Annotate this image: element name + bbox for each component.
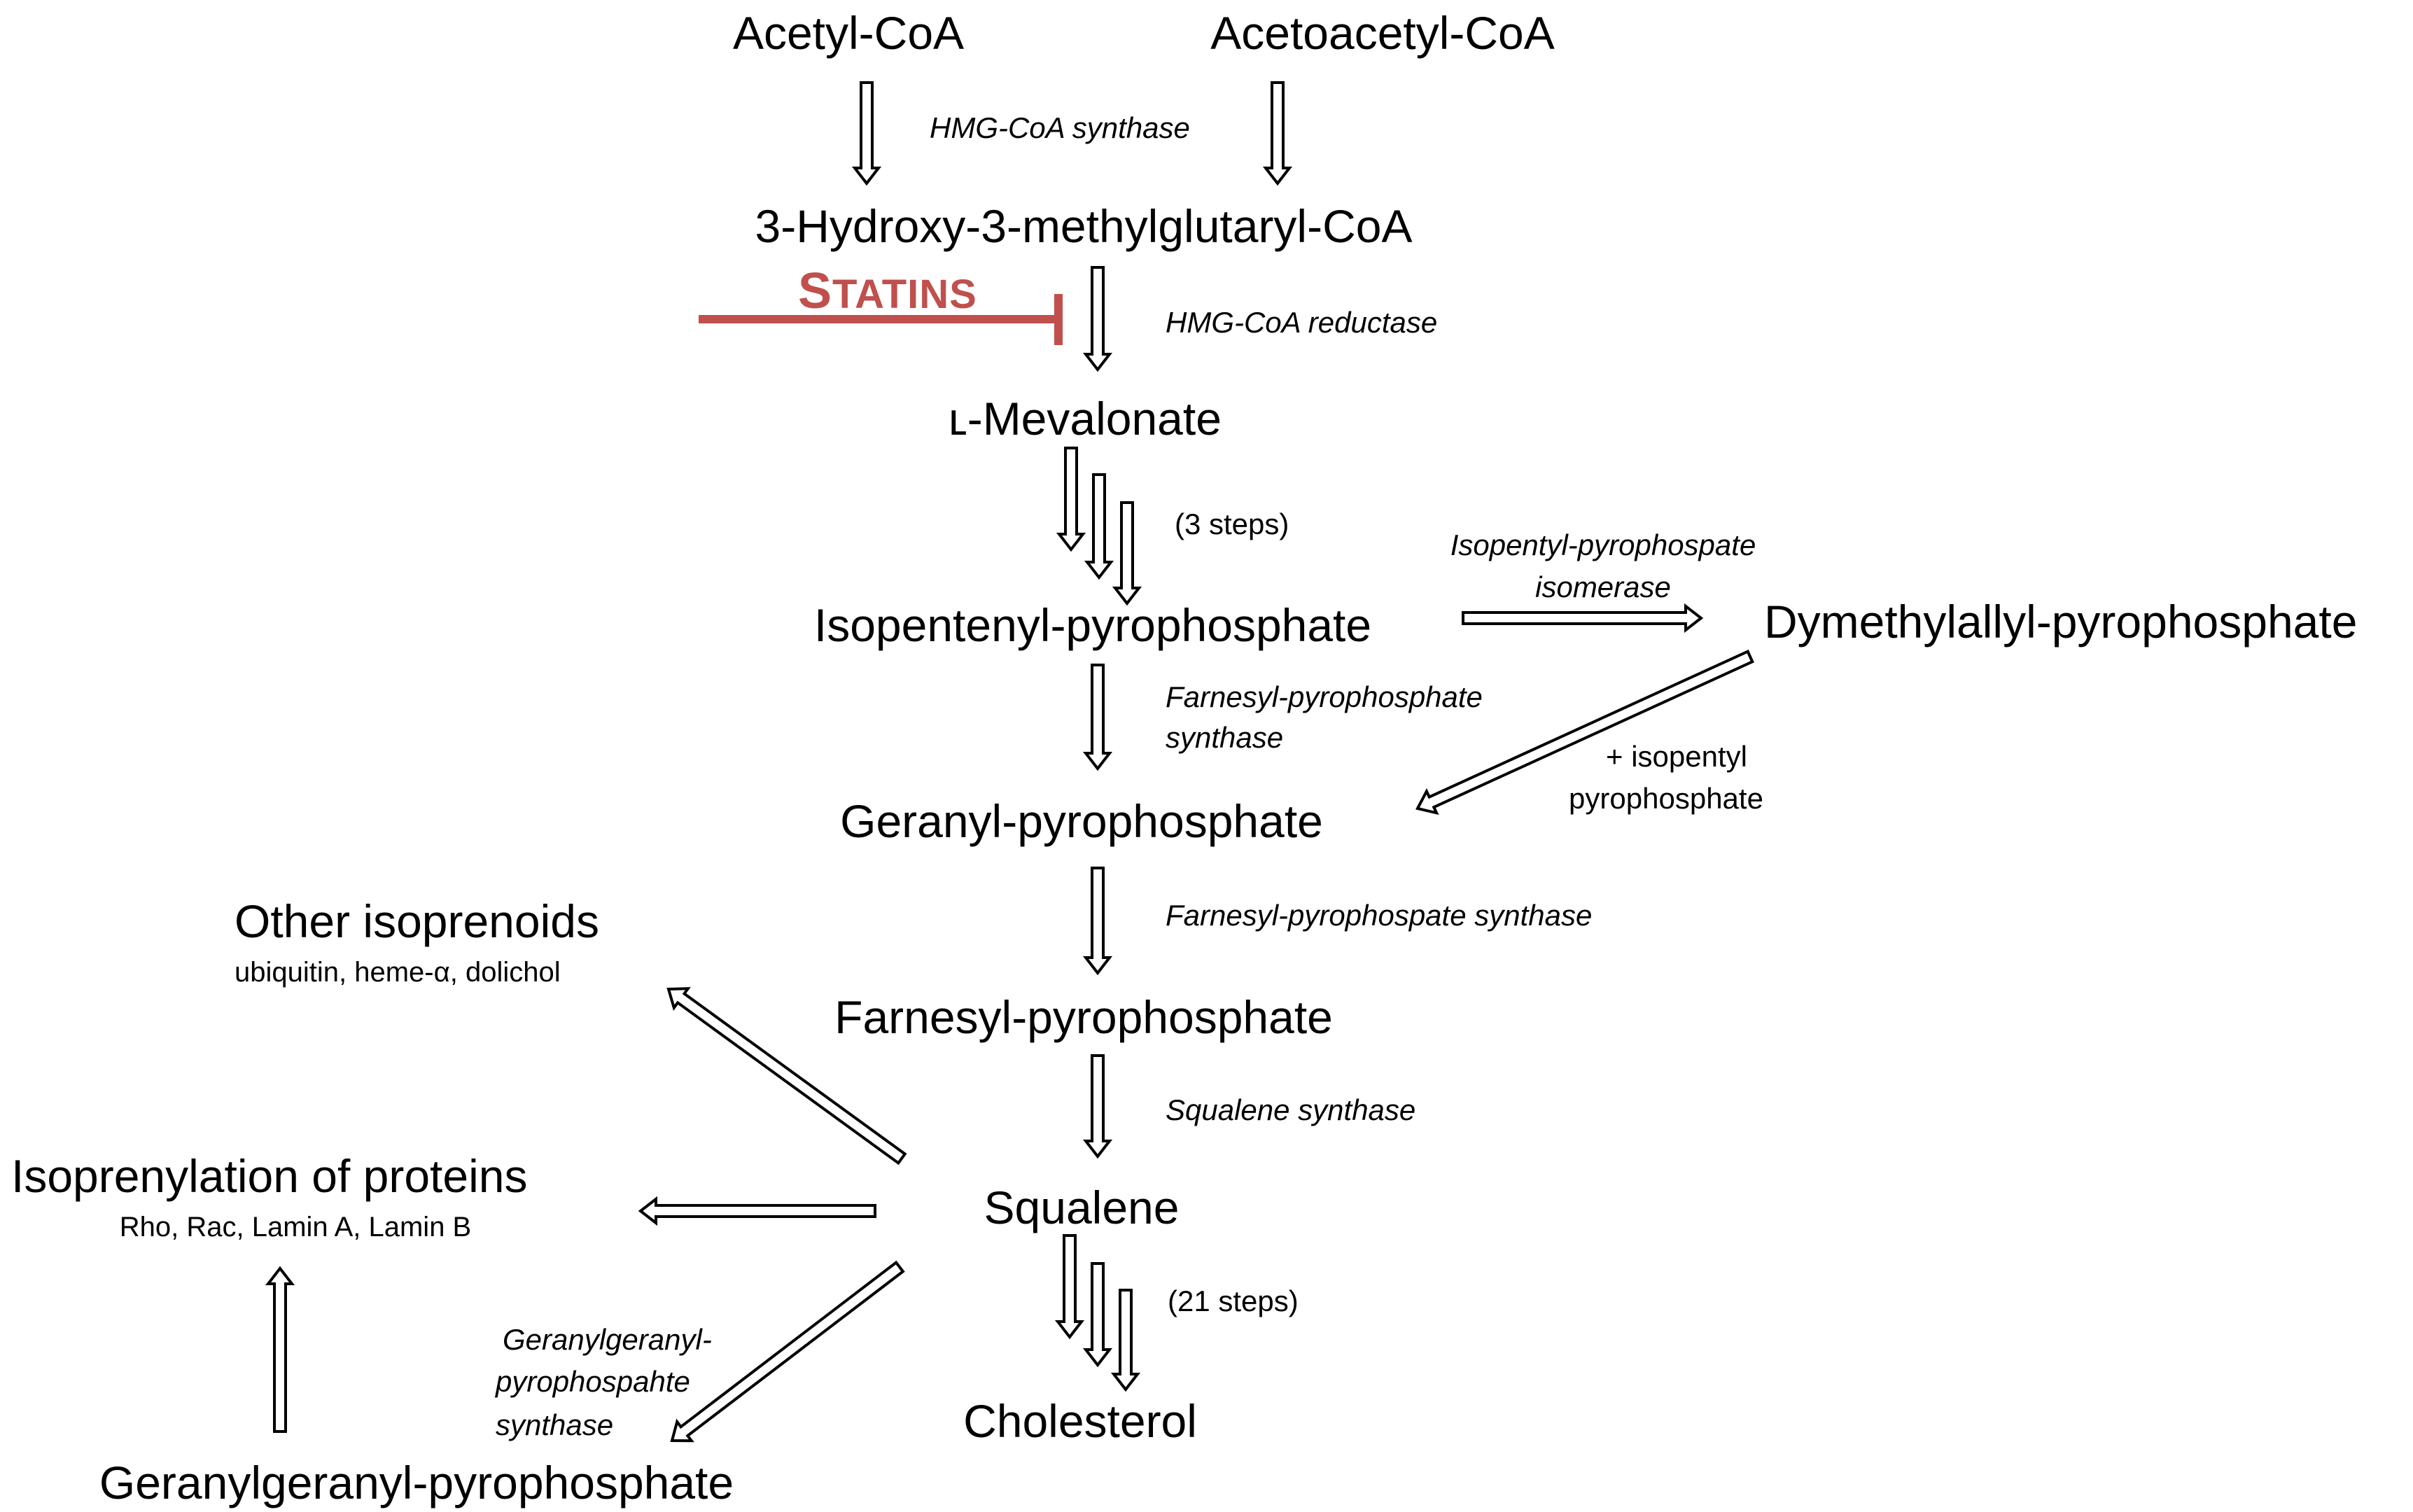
statins-rest: TATINS xyxy=(832,272,977,317)
enzyme-fpp-synthase-line2: synthase xyxy=(1166,721,1284,754)
statins-label: STATINS xyxy=(798,266,977,316)
node-isopentenyl-pyrophosphate: Isopentenyl-pyrophosphate xyxy=(813,599,1372,651)
arrow-mevalonate-to-ipp-2 xyxy=(1084,473,1114,580)
enzyme-ipp-isomerase-line1: Isopentyl-pyrophospate xyxy=(1450,528,1756,561)
note-plus-ipp-line2: pyrophosphate xyxy=(1569,782,1763,815)
arrow-gpp-to-fpp xyxy=(1082,867,1113,976)
enzyme-ggpp-synthase-line3: synthase xyxy=(496,1408,614,1441)
node-geranyl-pyrophosphate: Geranyl-pyrophosphate xyxy=(840,795,1323,847)
note-three-steps: (3 steps) xyxy=(1175,507,1289,540)
node-other-isoprenoids: Other isoprenoids xyxy=(235,895,599,947)
arrow-mevalonate-to-ipp-1 xyxy=(1056,447,1086,552)
arrow-squalene-to-cholesterol-1 xyxy=(1054,1234,1085,1340)
enzyme-squalene-synthase: Squalene synthase xyxy=(1166,1093,1416,1126)
isoprenylation-examples: Rho, Rac, Lamin A, Lamin B xyxy=(119,1212,472,1242)
arrow-hmg-to-mevalonate xyxy=(1082,266,1113,372)
node-mevalonate: ʟ-Mevalonate xyxy=(949,393,1222,444)
enzyme-hmg-coa-synthase: HMG-CoA synthase xyxy=(930,111,1190,144)
enzyme-fpp-synthase-2: Farnesyl-pyrophospate synthase xyxy=(1166,899,1593,932)
arrow-dmapp-to-gpp xyxy=(1415,650,1754,816)
arrow-mevalonate-to-ipp-3 xyxy=(1112,501,1142,606)
node-dimethylallyl-pyrophosphate: Dymethylallyl-pyrophosphate xyxy=(1764,596,2358,648)
node-isoprenylation-of-proteins: Isoprenylation of proteins xyxy=(11,1150,528,1202)
arrow-ipp-to-gpp xyxy=(1082,664,1113,771)
arrow-squalene-to-other-isoprenoids xyxy=(666,987,907,1166)
node-geranylgeranyl-pyrophosphate: Geranylgeranyl-pyrophosphate xyxy=(99,1457,734,1508)
node-farnesyl-pyrophosphate: Farnesyl-pyrophosphate xyxy=(834,991,1333,1043)
node-acetoacetyl-coa: Acetoacetyl-CoA xyxy=(1210,7,1555,59)
enzyme-ipp-isomerase-line2: isomerase xyxy=(1535,570,1671,603)
node-hmg-coa: 3-Hydroxy-3-methylglutaryl-CoA xyxy=(755,200,1413,252)
arrow-squalene-to-isoprenylation xyxy=(638,1196,876,1226)
arrow-ggpp-to-isoprenylation xyxy=(265,1266,295,1433)
node-squalene: Squalene xyxy=(984,1182,1180,1233)
enzyme-hmg-coa-reductase: HMG-CoA reductase xyxy=(1166,306,1438,339)
enzyme-fpp-synthase-line1: Farnesyl-pyrophosphate xyxy=(1166,680,1483,713)
note-twentyone-steps: (21 steps) xyxy=(1168,1284,1299,1317)
arrow-squalene-to-ggpp xyxy=(670,1260,905,1443)
note-plus-ipp-line1: + isopentyl xyxy=(1606,740,1747,773)
enzyme-ggpp-synthase-line1: Geranylgeranyl- xyxy=(503,1323,712,1356)
arrow-squalene-to-cholesterol-3 xyxy=(1110,1289,1141,1392)
arrow-acetyl-to-hmg xyxy=(851,81,882,186)
node-acetyl-coa: Acetyl-CoA xyxy=(732,7,965,59)
arrow-fpp-to-squalene xyxy=(1082,1054,1113,1159)
statins-first-letter: S xyxy=(798,263,833,319)
arrow-acetoacetyl-to-hmg xyxy=(1262,81,1293,186)
enzyme-ggpp-synthase-line2: pyrophospahte xyxy=(496,1365,690,1398)
arrow-squalene-to-cholesterol-2 xyxy=(1082,1262,1113,1368)
node-cholesterol: Cholesterol xyxy=(963,1395,1197,1447)
other-isoprenoids-examples: ubiquitin, heme-α, dolichol xyxy=(235,957,561,988)
arrow-ipp-to-dmapp xyxy=(1462,603,1704,634)
